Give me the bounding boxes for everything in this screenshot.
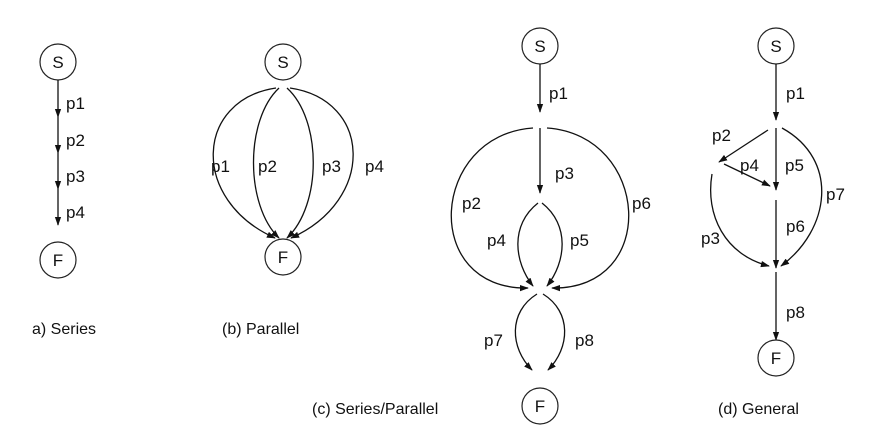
svg-text:p3: p3 bbox=[555, 164, 574, 183]
caption-parallel: (b) Parallel bbox=[222, 321, 299, 338]
edge-p1: p1 bbox=[211, 87, 277, 239]
svg-text:p3: p3 bbox=[701, 229, 720, 248]
parallel-diagram: S p1 p2 p3 p4 F (b) Parallel bbox=[211, 43, 384, 338]
svg-text:p4: p4 bbox=[740, 156, 759, 175]
svg-text:p2: p2 bbox=[462, 194, 481, 213]
finish-node: F bbox=[757, 339, 795, 377]
svg-text:p6: p6 bbox=[632, 194, 651, 213]
svg-text:S: S bbox=[277, 53, 288, 72]
svg-text:F: F bbox=[535, 397, 545, 416]
svg-text:p3: p3 bbox=[66, 167, 85, 186]
edge-p2: p2 bbox=[712, 126, 769, 163]
svg-text:p5: p5 bbox=[785, 156, 804, 175]
start-node: S bbox=[39, 43, 77, 81]
caption-general: (d) General bbox=[718, 401, 799, 418]
svg-text:S: S bbox=[534, 37, 545, 56]
edge-p2: p2 bbox=[252, 87, 280, 239]
edge-p6: p6 bbox=[546, 127, 651, 292]
svg-text:p1: p1 bbox=[211, 157, 230, 176]
edge-p3: p3 bbox=[54, 153, 85, 190]
edge-p4: p4 bbox=[54, 189, 85, 226]
start-node: S bbox=[757, 27, 795, 65]
svg-text:p4: p4 bbox=[487, 231, 506, 250]
svg-text:p7: p7 bbox=[484, 331, 503, 350]
edge-p5: p5 bbox=[541, 202, 589, 287]
start-node: S bbox=[521, 27, 559, 65]
svg-text:S: S bbox=[52, 53, 63, 72]
finish-node: F bbox=[39, 241, 77, 279]
edge-p1: p1 bbox=[772, 64, 805, 121]
series-parallel-diagram: S p1 p2 p3 p6 p4 p5 p7 bbox=[312, 27, 651, 425]
svg-text:p2: p2 bbox=[712, 126, 731, 145]
svg-text:p3: p3 bbox=[322, 157, 341, 176]
svg-text:p4: p4 bbox=[365, 157, 384, 176]
svg-text:F: F bbox=[771, 349, 781, 368]
edge-p3: p3 bbox=[701, 173, 770, 268]
svg-text:p4: p4 bbox=[66, 203, 85, 222]
edge-p7: p7 bbox=[780, 127, 845, 267]
svg-text:p5: p5 bbox=[570, 231, 589, 250]
svg-text:p2: p2 bbox=[258, 157, 277, 176]
edge-p3: p3 bbox=[286, 87, 341, 239]
svg-text:p8: p8 bbox=[575, 331, 594, 350]
series-diagram: S p1 p2 p3 p4 F a) Series bbox=[32, 43, 96, 338]
edge-p1: p1 bbox=[54, 80, 85, 118]
edge-p1: p1 bbox=[536, 64, 568, 113]
edge-p8: p8 bbox=[772, 272, 805, 341]
finish-node: F bbox=[521, 387, 559, 425]
svg-text:p7: p7 bbox=[826, 185, 845, 204]
svg-text:F: F bbox=[53, 251, 63, 270]
finish-node: F bbox=[264, 238, 302, 276]
svg-text:p1: p1 bbox=[786, 84, 805, 103]
caption-series-parallel: (c) Series/Parallel bbox=[312, 401, 438, 418]
edge-p4: p4 bbox=[289, 87, 384, 239]
edge-p6: p6 bbox=[772, 200, 805, 269]
edge-p4: p4 bbox=[487, 202, 539, 287]
svg-text:p1: p1 bbox=[66, 94, 85, 113]
svg-text:p2: p2 bbox=[66, 131, 85, 150]
edge-p2: p2 bbox=[54, 117, 85, 154]
svg-text:p8: p8 bbox=[786, 303, 805, 322]
edge-p2: p2 bbox=[450, 127, 534, 292]
svg-text:S: S bbox=[770, 37, 781, 56]
edge-p7: p7 bbox=[484, 293, 538, 371]
caption-series: a) Series bbox=[32, 321, 96, 338]
edge-p4: p4 bbox=[723, 156, 771, 187]
svg-text:F: F bbox=[278, 248, 288, 267]
edge-p5: p5 bbox=[772, 128, 804, 191]
svg-text:p6: p6 bbox=[786, 217, 805, 236]
svg-text:p1: p1 bbox=[549, 84, 568, 103]
start-node: S bbox=[264, 43, 302, 81]
general-diagram: S p1 p2 p4 p5 p7 p3 p6 bbox=[701, 27, 845, 418]
edge-p8: p8 bbox=[542, 293, 594, 371]
edge-p3: p3 bbox=[536, 128, 574, 194]
